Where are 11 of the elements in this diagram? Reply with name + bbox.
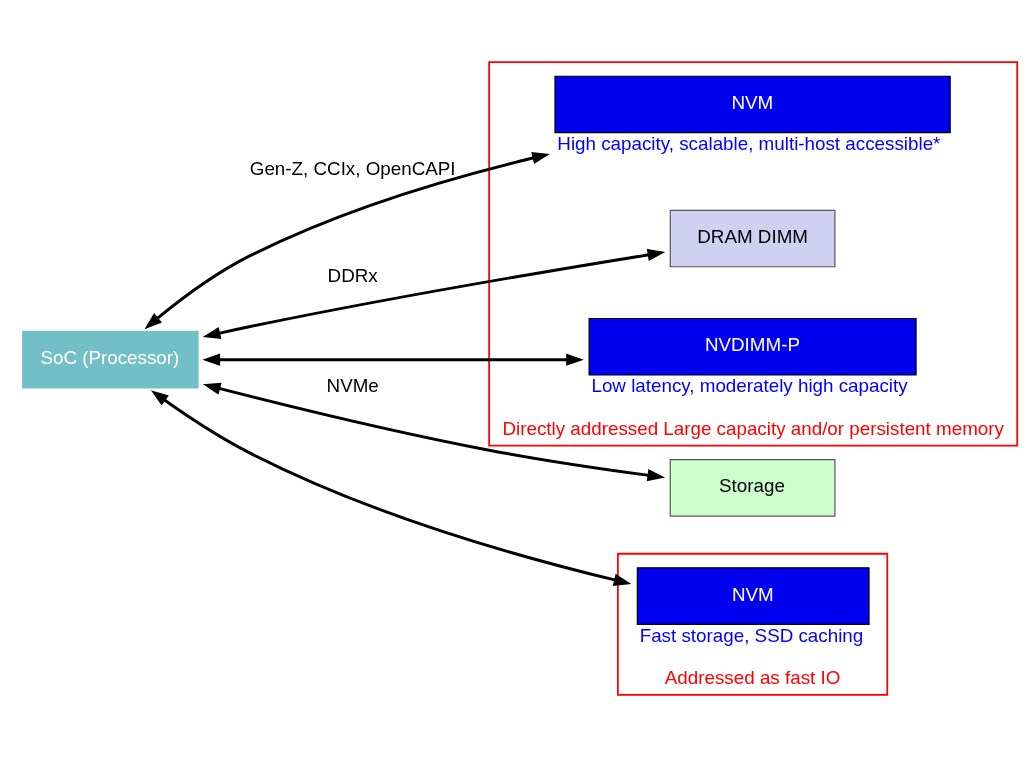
arrow: [202, 353, 584, 366]
arrow: [150, 390, 632, 586]
arrow: [202, 248, 666, 340]
edge-label: NVMe: [326, 375, 379, 397]
arrow: [202, 382, 666, 482]
node-label: High capacity, scalable, multi-host accessible*: [557, 133, 941, 155]
node-label: Low latency, moderately high capacity: [591, 375, 908, 397]
edge-label: Gen-Z, CCIx, OpenCAPI: [249, 157, 456, 179]
edge-label: DDRx: [327, 264, 378, 286]
arrow: [144, 152, 550, 330]
node-label: Fast storage, SSD caching: [639, 624, 864, 646]
